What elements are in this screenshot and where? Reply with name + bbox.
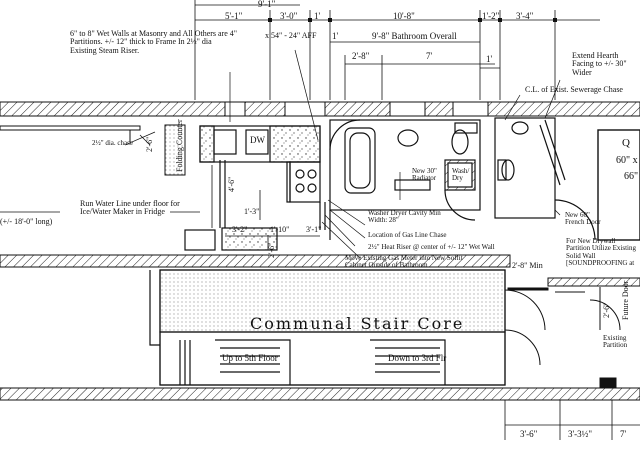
kitchen-dimension-lines xyxy=(139,134,320,250)
heat-riser-note: 2½" Heat Riser @ center of +/- 12" Wet W… xyxy=(368,243,495,251)
leader-lines xyxy=(0,49,561,259)
dim-bottom-b1: 3'-6" xyxy=(520,429,538,439)
hearth-note: Extend Hearth Facing to +/- 30" Wider xyxy=(572,51,627,77)
dim-d3: 1' xyxy=(314,11,321,21)
dia-chase-note: 2½" dia. chase xyxy=(92,139,133,147)
dim-bath-d2: 7' xyxy=(426,51,433,61)
room-q-dim1: 60" x xyxy=(616,155,638,166)
washer-dryer-note: Washer Dryer Cavity Min Width: 28" xyxy=(368,209,441,225)
entry-doors xyxy=(504,287,621,389)
stair-down-label: Down to 3rd Flr xyxy=(388,353,447,363)
dim-bath-overall: 9'-8" Bathroom Overall xyxy=(372,31,457,41)
dim-d1: 5'-1" xyxy=(225,11,243,21)
dim-kitchen-v2: 1'-3" xyxy=(244,207,260,216)
dim-d4: 10'-8" xyxy=(393,11,415,21)
drywall-note: For New Drywall Partition Utilize Existi… xyxy=(566,237,636,268)
min-door-label: 2'-8" Min xyxy=(512,261,543,270)
dim-kitchen-h1: 3'-2" xyxy=(232,225,248,234)
water-line-note: Run Water Line under floor for Ice/Water… xyxy=(80,199,180,217)
dim-overall-left: 9'-1" xyxy=(258,0,276,9)
corridor-wall xyxy=(0,254,511,268)
wash-dry-label: Wash/ Dry xyxy=(452,167,470,183)
stair-up-label: Up to 5th Floor xyxy=(222,353,278,363)
counter-height-label: x 54" - 24" AFF xyxy=(265,31,317,40)
room-q-dim2: 66" xyxy=(624,171,639,182)
french-door-note: New 60" French Door xyxy=(565,211,601,227)
wet-walls-note: 6" to 8" Wet Walls at Masonry and All Ot… xyxy=(70,29,238,55)
dim-d6: 3'-4" xyxy=(516,11,534,21)
sewerage-note: C.L. of Exist. Sewerage Chase xyxy=(525,85,623,94)
dim-bath-inner-1: 1' xyxy=(332,31,339,41)
room-q-label: Q xyxy=(622,137,630,149)
long-note: (+/- 18'-0" long) xyxy=(0,217,53,226)
bottom-dimension-lines xyxy=(504,400,640,440)
top-windows xyxy=(224,101,489,117)
future-door-label: Future Door xyxy=(621,280,630,320)
dim-kitchen-v3: 2'-6" xyxy=(267,242,276,258)
dim-kitchen-h2: 1'-10" xyxy=(270,225,290,234)
gas-meter-note: Move Existing Gas Meter into New Soffit … xyxy=(345,254,463,270)
dim-kitchen-h3: 3'-1" xyxy=(306,225,322,234)
dim-kitchen-v4: 2'-6" xyxy=(602,302,611,318)
dim-bottom-b3: 7' xyxy=(620,429,627,439)
gas-line-chase-note: Location of Gas Line Chase xyxy=(368,231,447,239)
bathroom-walls xyxy=(329,119,481,221)
kitchen-walls xyxy=(184,125,321,251)
dim-chase: 2'-6" xyxy=(145,136,154,152)
dim-d5: 1'-2" xyxy=(482,11,500,21)
dw-label: DW xyxy=(250,135,265,145)
right-closet xyxy=(494,117,596,241)
existing-partition-note: Existing Partition xyxy=(603,334,628,350)
dim-d2: 3'-0" xyxy=(280,11,298,21)
dim-bath-d3: 1' xyxy=(486,54,493,64)
top-dimension-lines xyxy=(194,0,600,100)
dim-kitchen-v1: 4'-6" xyxy=(227,176,236,192)
bottom-exterior-wall xyxy=(0,387,640,401)
dim-bottom-b2: 3'-3½" xyxy=(568,429,593,439)
dim-bath-d1: 2'-8" xyxy=(352,51,370,61)
stair-core-title: Communal Stair Core xyxy=(250,314,465,333)
folding-counter-label: Folding Counter xyxy=(175,119,184,172)
heater-note: New 30" Radiator xyxy=(412,167,437,183)
